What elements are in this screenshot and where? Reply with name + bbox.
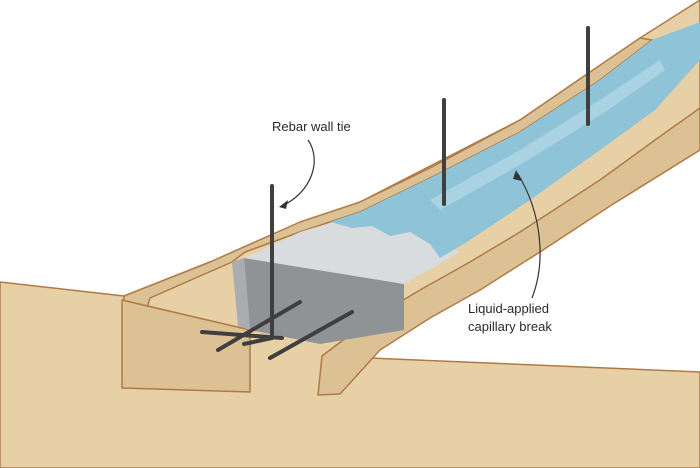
label-capillary-break-line1: Liquid-applied [468, 301, 549, 316]
leader-rebar-wall-tie [282, 140, 314, 206]
arrowhead-rebar-wall-tie [279, 200, 288, 209]
label-capillary-break-line2: capillary break [468, 319, 552, 334]
label-rebar-wall-tie: Rebar wall tie [272, 119, 351, 134]
